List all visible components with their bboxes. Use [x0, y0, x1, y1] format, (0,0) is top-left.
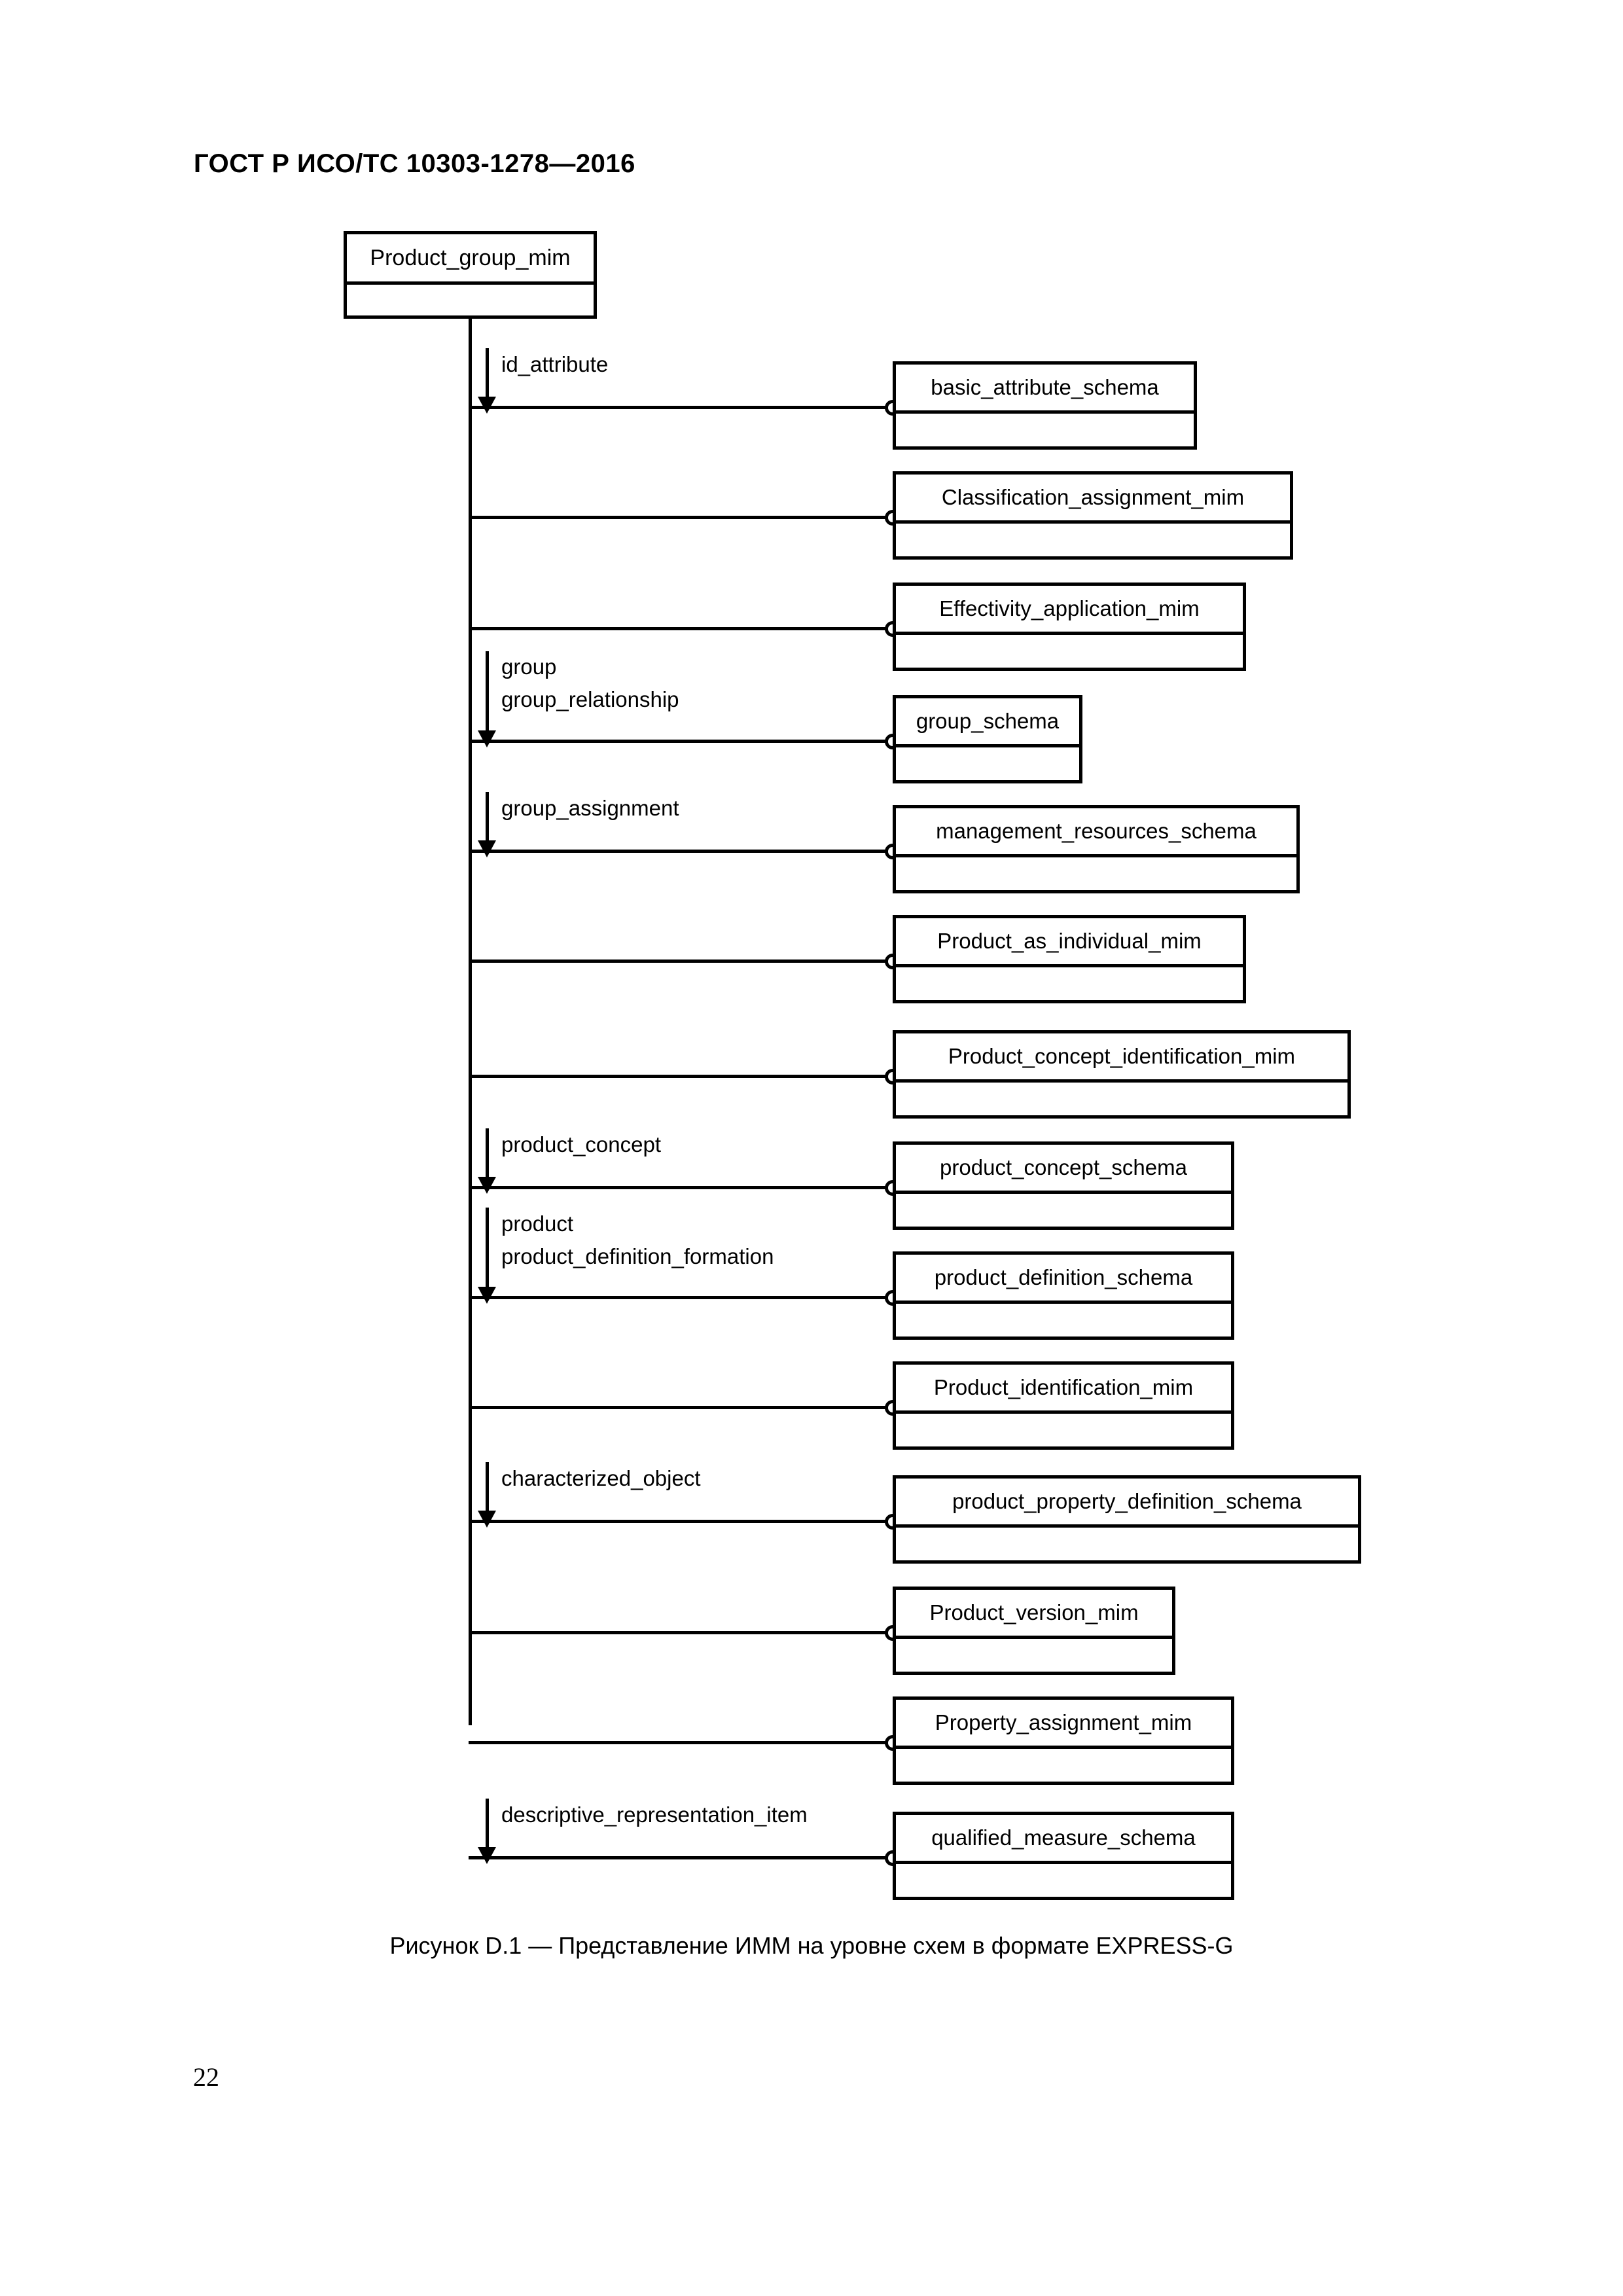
schema-box-title: Product_identification_mim	[933, 1375, 1194, 1399]
schema-box-divider	[896, 520, 1290, 524]
branch-line-1	[469, 516, 893, 519]
attribute-label-10: characterized_object	[501, 1466, 701, 1490]
schema-box-divider	[896, 1861, 1231, 1864]
schema-box-title: Product_version_mim	[929, 1600, 1139, 1624]
branch-line-8	[469, 1296, 893, 1299]
trunk-line	[469, 319, 472, 1725]
express-g-diagram: Product_group_mim id_attribute basic_att…	[344, 231, 1361, 1900]
schema-box-effectivity-application-mim: Effectivity_application_mim	[893, 583, 1246, 671]
schema-box-body	[896, 1414, 1231, 1446]
branch-line-6	[469, 1075, 893, 1078]
schema-box-body	[896, 1864, 1231, 1897]
schema-box-product-as-individual-mim: Product_as_individual_mim	[893, 915, 1246, 1003]
standard-header: ГОСТ Р ИСО/ТС 10303-1278—2016	[194, 149, 635, 178]
attribute-label-7: product_concept	[501, 1132, 662, 1157]
attribute-label-13: descriptive_representation_item	[501, 1803, 808, 1827]
branch-line-13	[469, 1856, 893, 1859]
schema-box-divider	[896, 410, 1194, 414]
schema-box-divider	[896, 1524, 1358, 1528]
schema-box-divider	[896, 632, 1243, 635]
branch-line-7	[469, 1186, 893, 1189]
schema-box-title: Product_as_individual_mim	[937, 929, 1202, 953]
attribute-arrow-0	[478, 348, 496, 414]
schema-box-divider	[896, 1410, 1231, 1414]
schema-box-body	[896, 857, 1296, 890]
schema-box-product-concept-schema: product_concept_schema	[893, 1141, 1234, 1230]
schema-box-product-version-mim: Product_version_mim	[893, 1587, 1175, 1675]
schema-box-body	[896, 1083, 1347, 1115]
schema-box-body	[896, 747, 1079, 780]
branch-line-9	[469, 1406, 893, 1409]
attribute-label-0: id_attribute	[501, 352, 609, 376]
schema-box-divider	[347, 281, 594, 285]
attribute-label-4: group_assignment	[501, 796, 679, 820]
schema-box-product-property-definition-schema: product_property_definition_schema	[893, 1475, 1361, 1564]
schema-box-body	[896, 1194, 1231, 1227]
schema-box-title: group_schema	[916, 709, 1060, 733]
attribute-label-3b: group_relationship	[501, 687, 679, 711]
attribute-label-3a: group	[501, 655, 557, 679]
schema-box-product-identification-mim: Product_identification_mim	[893, 1361, 1234, 1450]
schema-box-classification-assignment-mim: Classification_assignment_mim	[893, 471, 1293, 560]
schema-box-divider	[896, 1191, 1231, 1194]
schema-box-body	[896, 635, 1243, 668]
branch-line-4	[469, 850, 893, 853]
schema-box-root: Product_group_mim	[344, 231, 597, 319]
schema-box-title: Classification_assignment_mim	[941, 485, 1245, 509]
schema-box-qualified-measure-schema: qualified_measure_schema	[893, 1812, 1234, 1900]
attribute-arrow-3	[478, 651, 496, 747]
schema-box-basic-attribute-schema: basic_attribute_schema	[893, 361, 1197, 450]
attribute-arrow-10	[478, 1462, 496, 1528]
schema-box-title: Product_group_mim	[370, 245, 571, 270]
figure-caption: Рисунок D.1 — Представление ИММ на уровн…	[389, 1932, 1234, 1959]
schema-box-body	[896, 1528, 1358, 1560]
branch-line-3	[469, 740, 893, 743]
schema-box-body	[896, 1304, 1231, 1336]
schema-box-body	[347, 285, 594, 315]
schema-box-property-assignment-mim: Property_assignment_mim	[893, 1696, 1234, 1785]
schema-box-body	[896, 1639, 1172, 1672]
schema-box-divider	[896, 744, 1079, 747]
schema-box-management-resources-schema: management_resources_schema	[893, 805, 1300, 893]
schema-box-product-concept-identification-mim: Product_concept_identification_mim	[893, 1030, 1351, 1119]
schema-box-title: product_property_definition_schema	[952, 1489, 1302, 1513]
branch-line-10	[469, 1520, 893, 1523]
schema-box-body	[896, 414, 1194, 446]
schema-box-title: product_definition_schema	[934, 1265, 1193, 1289]
schema-box-title: Product_concept_identification_mim	[948, 1044, 1296, 1068]
schema-box-divider	[896, 1636, 1172, 1639]
schema-box-body	[896, 524, 1290, 556]
schema-box-body	[896, 967, 1243, 1000]
schema-box-title: Property_assignment_mim	[935, 1710, 1192, 1734]
page-number: 22	[193, 2062, 219, 2092]
schema-box-group-schema: group_schema	[893, 695, 1082, 783]
branch-line-12	[469, 1741, 893, 1744]
attribute-label-8a: product	[501, 1211, 574, 1236]
schema-box-divider	[896, 964, 1243, 967]
branch-line-11	[469, 1631, 893, 1634]
attribute-arrow-8	[478, 1208, 496, 1304]
schema-box-title: product_concept_schema	[940, 1155, 1187, 1179]
branch-line-0	[469, 406, 893, 409]
attribute-arrow-13	[478, 1799, 496, 1864]
schema-box-divider	[896, 854, 1296, 857]
schema-box-divider	[896, 1079, 1347, 1083]
schema-box-product-definition-schema: product_definition_schema	[893, 1251, 1234, 1340]
attribute-arrow-7	[478, 1128, 496, 1194]
branch-line-5	[469, 960, 893, 963]
branch-line-2	[469, 627, 893, 630]
schema-box-body	[896, 1749, 1231, 1782]
attribute-label-8b: product_definition_formation	[501, 1244, 774, 1268]
attribute-arrow-4	[478, 792, 496, 857]
schema-box-title: basic_attribute_schema	[931, 375, 1159, 399]
schema-box-title: Effectivity_application_mim	[939, 596, 1200, 620]
schema-box-title: qualified_measure_schema	[931, 1825, 1196, 1850]
schema-box-title: management_resources_schema	[936, 819, 1257, 843]
schema-box-divider	[896, 1300, 1231, 1304]
schema-box-divider	[896, 1746, 1231, 1749]
